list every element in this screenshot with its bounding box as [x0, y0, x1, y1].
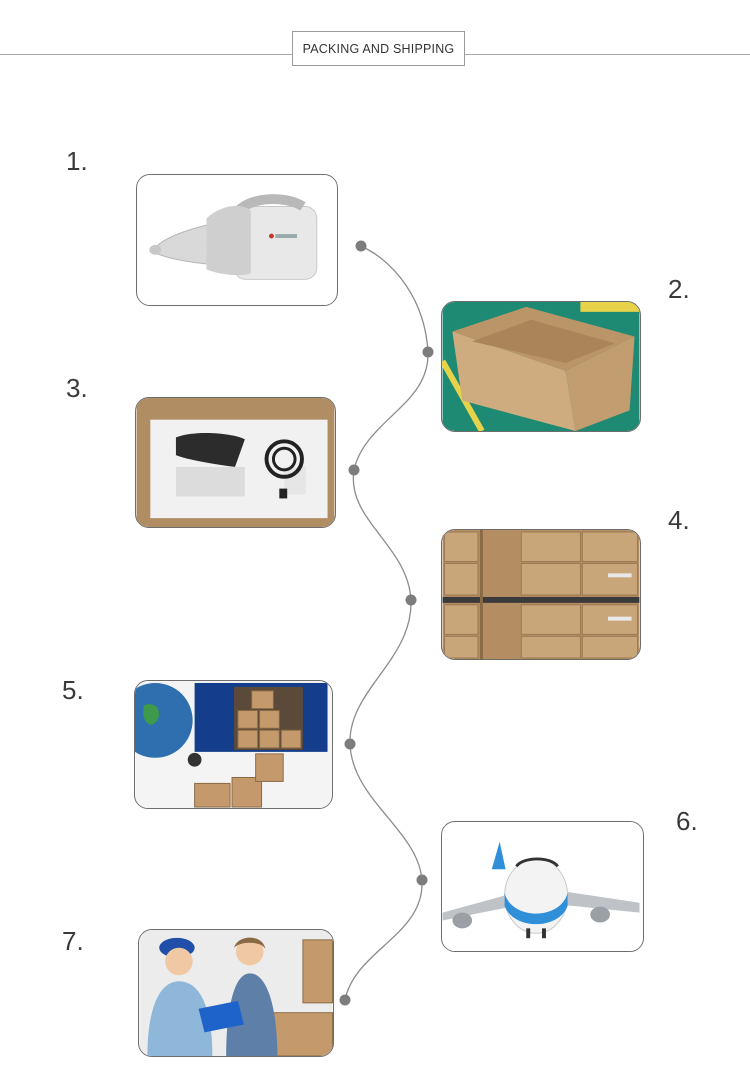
delivery-photo [138, 929, 334, 1057]
stacked-cartons-photo [441, 529, 641, 660]
timeline-dot [405, 594, 417, 606]
header-rule-left [0, 54, 292, 55]
product-sprayer-photo [136, 174, 338, 306]
timeline-dot [355, 240, 367, 252]
step-number-6: 6. [676, 806, 698, 836]
step-number-2: 2. [668, 274, 690, 304]
section-title: PACKING AND SHIPPING [292, 31, 465, 66]
step-number-1: 1. [66, 146, 88, 176]
timeline-dot [344, 738, 356, 750]
packed-product-photo [135, 397, 336, 528]
truck-loading-photo [134, 680, 333, 809]
empty-carton-photo [441, 301, 641, 432]
header-rule-right [465, 54, 750, 55]
step-number-7: 7. [62, 926, 84, 956]
step-number-4: 4. [668, 505, 690, 535]
step-number-3: 3. [66, 373, 88, 403]
timeline-dot [416, 874, 428, 886]
timeline-dot [339, 994, 351, 1006]
airplane-photo [441, 821, 644, 952]
timeline-dot [422, 346, 434, 358]
timeline-dot [348, 464, 360, 476]
step-number-5: 5. [62, 675, 84, 705]
